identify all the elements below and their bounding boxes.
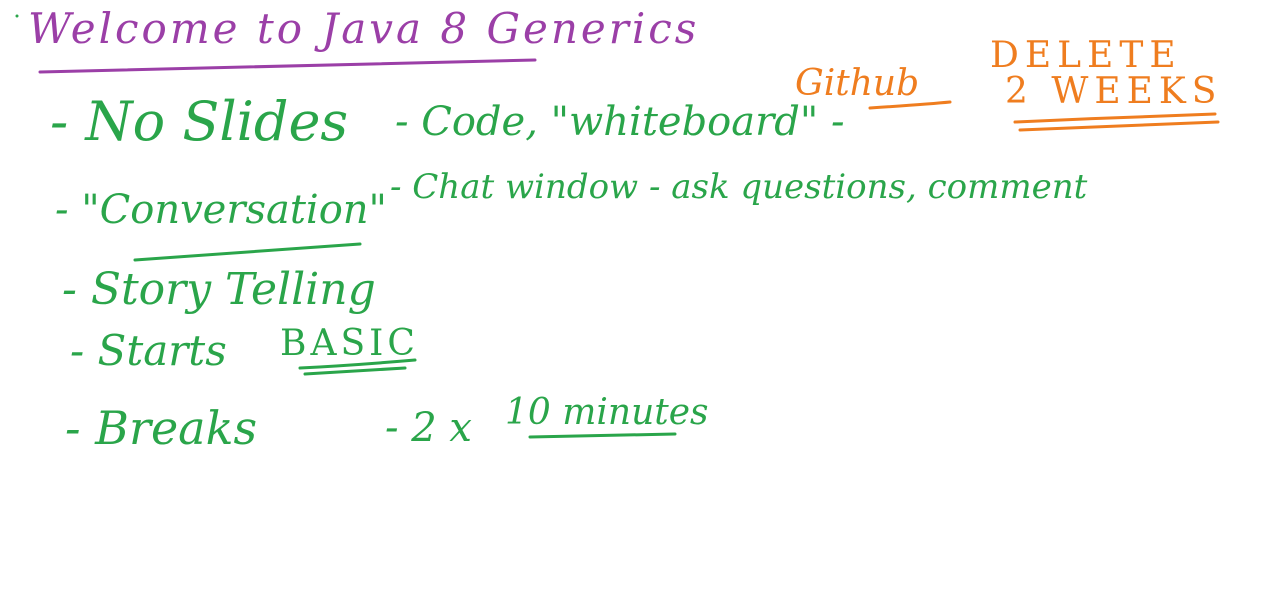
item-no-slides-detail: - Code, "whiteboard" - xyxy=(395,99,845,145)
weeks-underline-2 xyxy=(1018,120,1220,132)
item-story-telling: - Story Telling xyxy=(62,264,376,315)
basic-underline-2 xyxy=(303,366,407,376)
item-breaks: - Breaks xyxy=(65,401,258,455)
item-conversation: - "Conversation" xyxy=(55,187,387,233)
delete-note: DELETE xyxy=(990,35,1182,76)
item-conversation-detail: - Chat window - ask questions, comment xyxy=(390,167,1088,207)
item-starts-basic: BASIC xyxy=(280,323,419,364)
item-breaks-count: - 2 x xyxy=(385,405,472,451)
minutes-underline xyxy=(528,432,677,439)
conversation-underline xyxy=(133,242,362,262)
github-note: Github xyxy=(795,63,920,104)
item-no-slides: - No Slides xyxy=(50,90,349,153)
weeks-underline-1 xyxy=(1013,112,1217,124)
item-breaks-minutes: 10 minutes xyxy=(505,392,709,433)
title-underline xyxy=(38,58,537,74)
board-title: Welcome to Java 8 Generics xyxy=(28,4,700,53)
weeks-note: 2 WEEKS xyxy=(1005,71,1223,112)
item-starts: - Starts xyxy=(70,326,227,375)
stray-dot xyxy=(15,14,19,18)
